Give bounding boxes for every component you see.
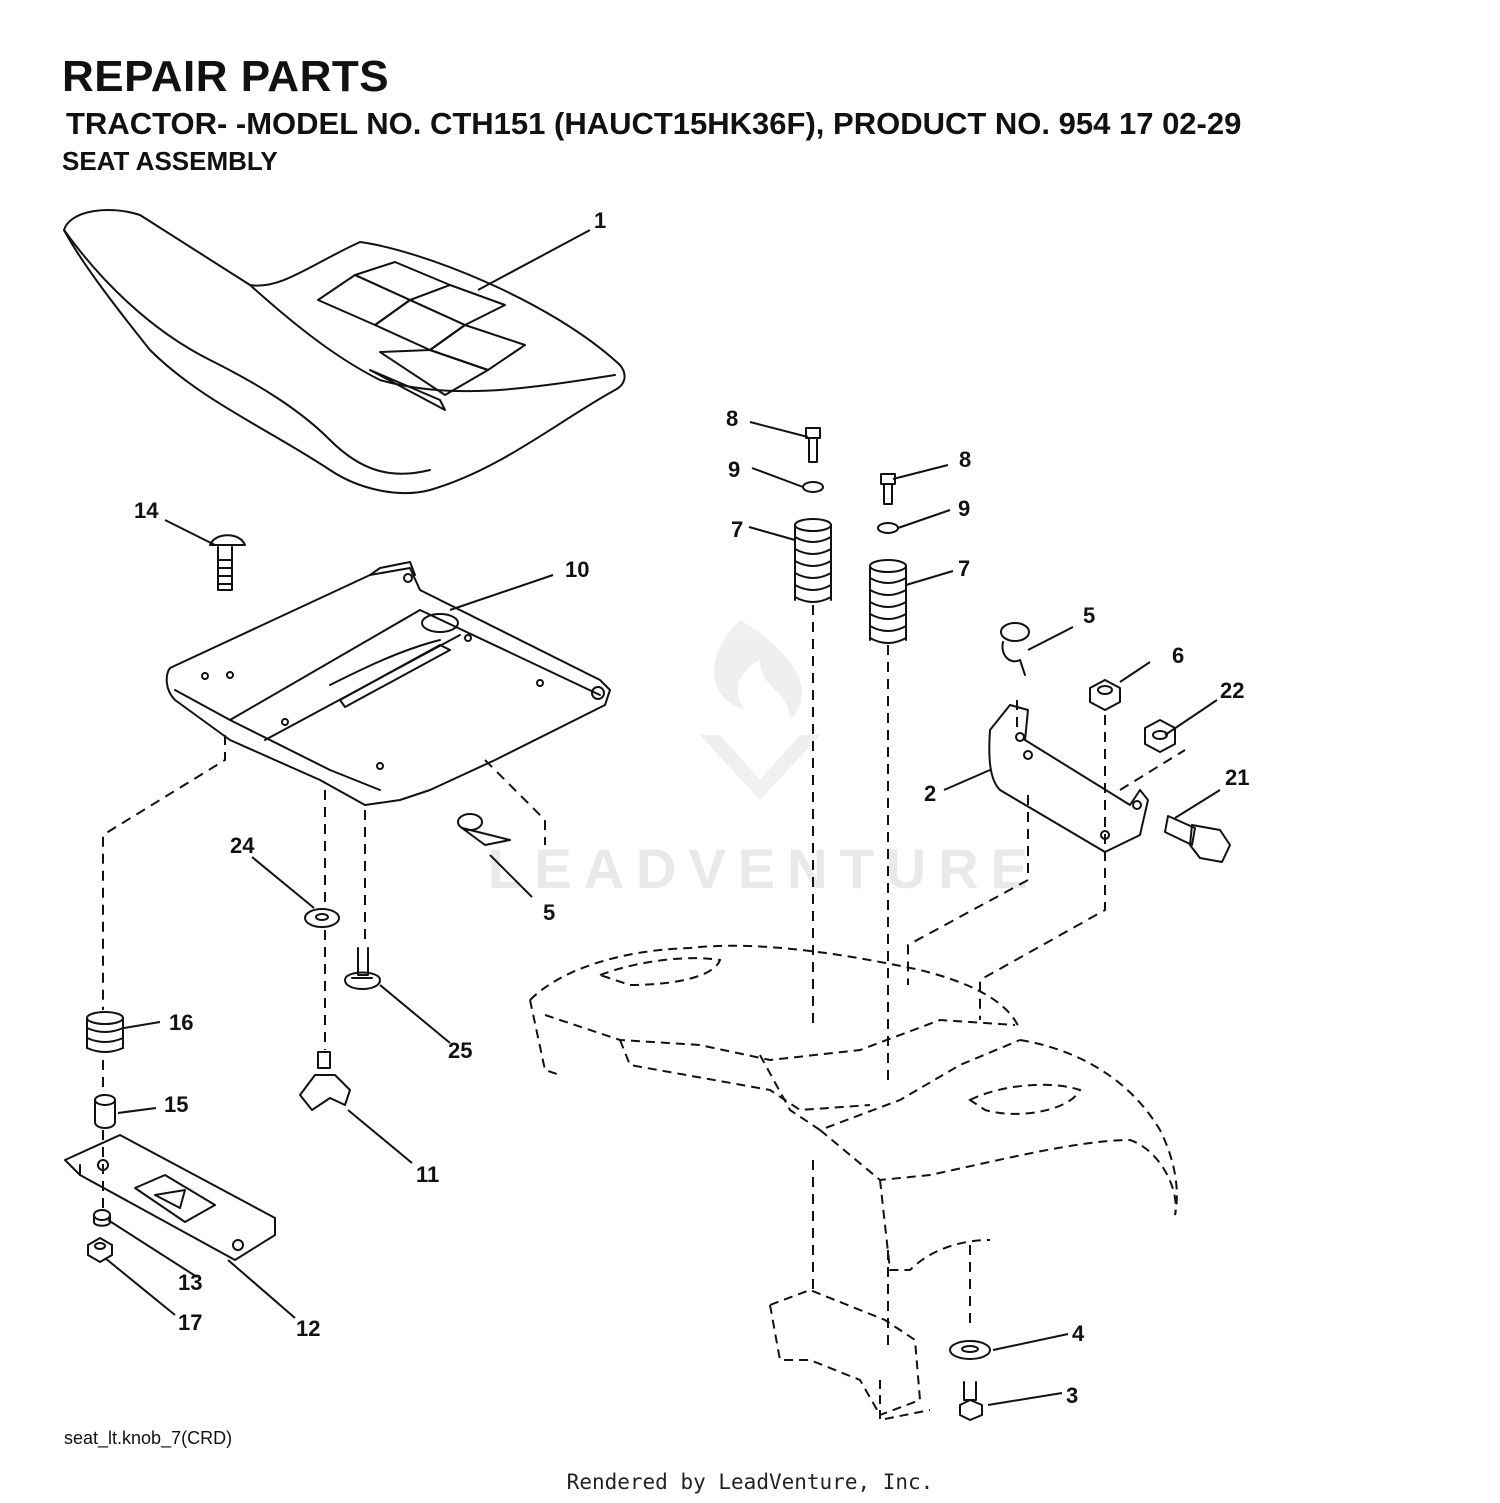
- callout-5-right: 5: [1083, 603, 1095, 628]
- page-title: REPAIR PARTS: [62, 52, 390, 101]
- bracket-part: [988, 704, 1149, 853]
- clip-5-right: [1000, 622, 1030, 676]
- seat-part: [63, 209, 626, 495]
- callout-4: 4: [1072, 1321, 1085, 1346]
- callout-2: 2: [924, 781, 936, 806]
- section-title: SEAT ASSEMBLY: [62, 146, 278, 176]
- callout-3: 3: [1066, 1383, 1078, 1408]
- callout-8-right: 8: [959, 447, 971, 472]
- callout-24: 24: [230, 833, 255, 858]
- carriage-bolt-part: [209, 534, 246, 591]
- clip-5-left: [457, 813, 511, 846]
- knob-11: [299, 1051, 351, 1111]
- callout-16: 16: [169, 1010, 193, 1035]
- bolt-21: [1164, 815, 1231, 863]
- washer-4: [949, 1340, 991, 1360]
- callout-7-left: 7: [731, 517, 743, 542]
- bolt-8-left: [805, 427, 821, 463]
- watermark-text: LEADVENTURE: [488, 837, 1040, 900]
- callout-21: 21: [1225, 765, 1249, 790]
- callout-11: 11: [416, 1162, 439, 1187]
- washer-9-left: [802, 481, 824, 493]
- callout-15: 15: [164, 1092, 188, 1117]
- drawing-reference: seat_lt.knob_7(CRD): [64, 1428, 233, 1448]
- callout-13: 13: [178, 1270, 202, 1295]
- callout-7-right: 7: [958, 556, 970, 581]
- callout-1: 1: [594, 208, 606, 233]
- watermark-logo: [700, 620, 820, 800]
- callout-6: 6: [1172, 643, 1184, 668]
- washer-9-right: [877, 522, 899, 534]
- assembly-lines: [102, 605, 1186, 1345]
- spring-16: [86, 1011, 124, 1053]
- nut-22: [1144, 719, 1176, 753]
- bolt-25: [344, 947, 381, 990]
- bolt-3: [959, 1381, 983, 1421]
- model-subtitle: TRACTOR- -MODEL NO. CTH151 (HAUCT15HK36F…: [66, 106, 1242, 141]
- callout-9-left: 9: [728, 457, 740, 482]
- callout-5-left: 5: [543, 900, 555, 925]
- nut-6: [1089, 679, 1121, 711]
- callout-9-right: 9: [958, 496, 970, 521]
- callout-22: 22: [1220, 678, 1244, 703]
- callout-14: 14: [134, 498, 159, 523]
- spacer-15: [94, 1094, 116, 1129]
- callout-10: 10: [565, 557, 589, 582]
- tractor-body-outline: [529, 944, 1178, 1422]
- plate-12: [64, 1134, 276, 1261]
- leader-lines: [104, 229, 1221, 1406]
- callout-12: 12: [296, 1316, 320, 1341]
- spring-right-part: [869, 559, 907, 644]
- callout-25: 25: [448, 1038, 472, 1063]
- callout-8-left: 8: [726, 406, 738, 431]
- footer-credit: Rendered by LeadVenture, Inc.: [566, 1470, 934, 1494]
- nut-13: [93, 1209, 111, 1227]
- spring-left-part: [794, 518, 832, 603]
- callout-17: 17: [178, 1310, 202, 1335]
- nut-17: [87, 1237, 113, 1263]
- washer-24: [304, 908, 340, 928]
- seat-pan-part: [165, 561, 611, 806]
